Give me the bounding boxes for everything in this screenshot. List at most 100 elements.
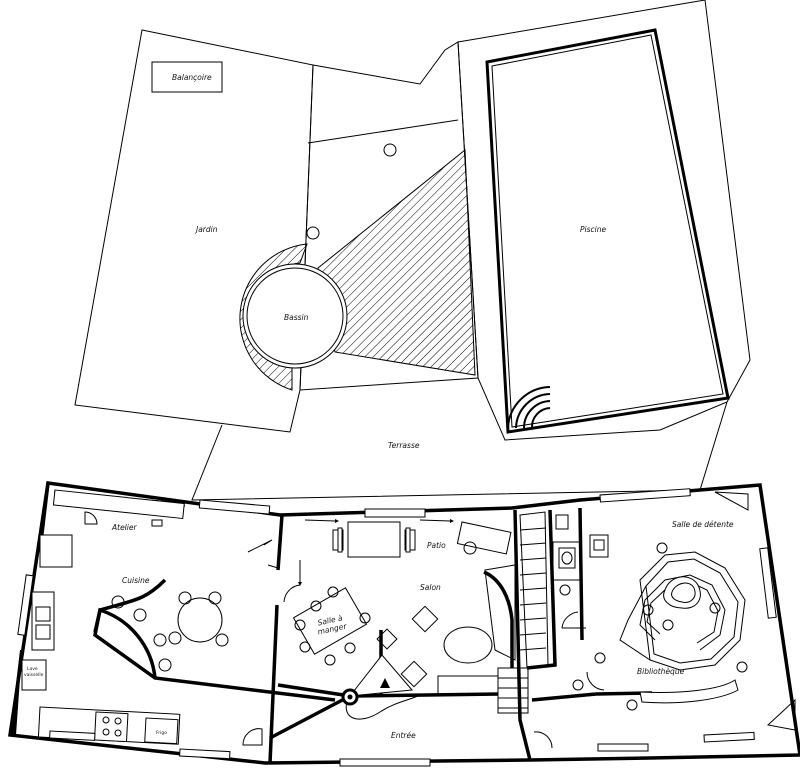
window — [179, 748, 231, 760]
label-lave-vaisselle-2: vaisselle — [24, 672, 44, 678]
kitchen-curved-counter-arc — [93, 607, 157, 679]
pool-lot-outline — [457, 0, 751, 441]
kitchen-table — [177, 597, 223, 643]
window — [198, 499, 271, 515]
label-bassin: Bassin — [284, 313, 309, 322]
window — [49, 730, 96, 741]
salon-sofa — [437, 675, 499, 695]
stove-burner — [114, 729, 122, 737]
central-partition — [276, 514, 284, 571]
middle-lot-divider — [307, 119, 459, 144]
pool-steps — [507, 386, 551, 429]
kitchen-sink-basin — [35, 624, 51, 640]
library-seat — [736, 661, 748, 673]
salon-rug — [443, 626, 493, 664]
window — [339, 758, 431, 767]
label-terrasse: Terrasse — [388, 441, 420, 450]
terrace-outline — [191, 401, 728, 501]
library-seat — [662, 619, 674, 631]
wc-sink — [555, 514, 569, 530]
patio-pot — [463, 541, 477, 555]
dining-chair — [324, 654, 336, 666]
stair-wall — [526, 509, 557, 670]
door-arc — [283, 584, 301, 603]
salon-table — [400, 660, 428, 688]
door-arc — [586, 671, 605, 691]
outdoor-area: Balançoire Jardin Bassin Piscine Terrass… — [74, 0, 751, 501]
dining-chair — [299, 641, 311, 653]
spiral-bookshelf — [619, 551, 746, 671]
library-seat — [709, 602, 721, 614]
pivot-column-core — [347, 694, 353, 700]
basin-inner — [246, 267, 344, 365]
entry-partition — [349, 692, 501, 698]
stove — [94, 711, 129, 743]
kitchen-chair — [158, 658, 172, 672]
kitchen-chair — [153, 633, 167, 647]
kitchen-chair — [168, 631, 182, 645]
library-seat — [626, 699, 638, 711]
window — [599, 488, 691, 503]
kitchen-chair — [178, 591, 192, 605]
label-salle-de-detente: Salle de détente — [672, 520, 734, 529]
wc-bowl — [561, 551, 573, 565]
label-bibliotheque: Bibliothèque — [637, 667, 685, 676]
atelier-cabinet — [39, 534, 73, 568]
dining-chair — [327, 586, 339, 598]
patio-chair-back — [405, 527, 411, 553]
entry-door-panel — [348, 654, 414, 697]
wc-wall — [578, 507, 584, 641]
garden-lamp — [306, 226, 320, 240]
basin — [242, 263, 348, 369]
label-piscine: Piscine — [580, 225, 606, 234]
entry-partition — [269, 694, 351, 740]
kitchen-sink-basin — [35, 606, 51, 622]
patio-arrows — [298, 519, 454, 586]
salon-table — [411, 605, 439, 633]
stove-burner — [114, 717, 122, 725]
wc-door-arc — [561, 611, 586, 629]
label-atelier: Atelier — [111, 523, 137, 532]
label-entree: Entrée — [391, 731, 416, 740]
dining-chair — [294, 619, 306, 631]
entry-partition — [277, 683, 351, 698]
entry-arrow — [380, 678, 390, 688]
swing — [151, 61, 223, 93]
label-frigo: Frigo — [156, 730, 167, 736]
atelier-door-arc — [247, 539, 273, 553]
library-seat — [594, 652, 606, 664]
garden-lamp — [383, 143, 397, 157]
label-salon: Salon — [420, 583, 441, 592]
patio-chair-back — [337, 527, 343, 553]
kitchen-chair — [111, 595, 125, 609]
kitchen-chair — [215, 633, 229, 647]
library-seat — [572, 679, 584, 691]
atelier-bench — [52, 489, 185, 520]
library-seat — [656, 542, 668, 554]
house: Lave vaisselle Frigo — [7, 481, 800, 767]
wc-toilet — [558, 547, 576, 569]
atelier-door-arc — [84, 511, 98, 525]
hatched-deck — [317, 148, 476, 376]
stove-burner — [102, 728, 110, 736]
corner-triangle — [766, 698, 796, 731]
library-bench — [639, 679, 739, 704]
window — [759, 547, 777, 619]
label-cuisine: Cuisine — [122, 576, 150, 585]
garden-outline — [74, 29, 314, 433]
library-seat — [642, 604, 654, 616]
wc-lamp — [559, 584, 571, 596]
kitchen-chair — [208, 591, 222, 605]
library-island-inner — [671, 582, 696, 603]
dining-chair — [310, 600, 322, 612]
window — [364, 508, 426, 518]
label-jardin: Jardin — [194, 225, 218, 234]
left-wall-fill — [10, 650, 22, 735]
atelier-stool — [151, 519, 163, 527]
corner-triangle — [714, 491, 749, 511]
dishwasher — [21, 659, 47, 691]
label-balancoire: Balançoire — [172, 73, 212, 82]
window — [17, 574, 34, 636]
kitchen-chair — [133, 608, 147, 622]
